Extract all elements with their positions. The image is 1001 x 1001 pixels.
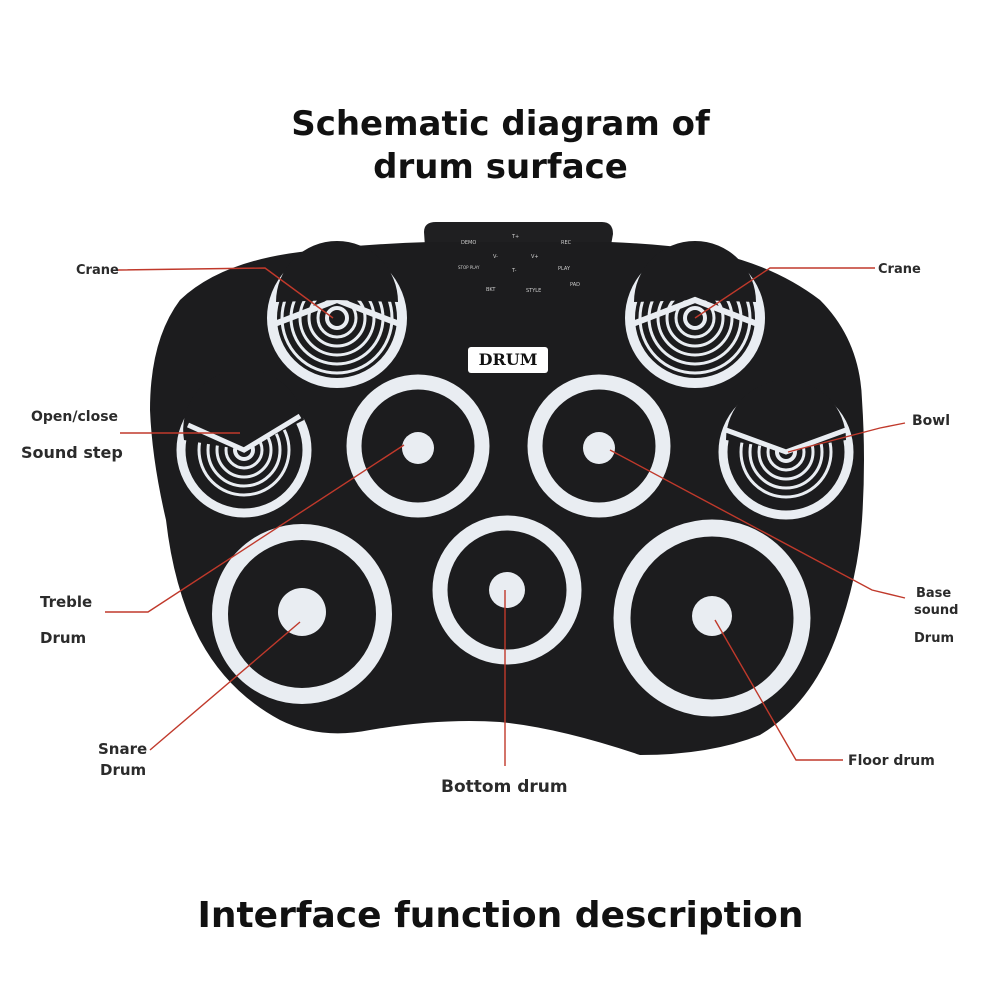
- panel-button-pad[interactable]: PAD: [570, 282, 580, 288]
- leader-base: [609, 449, 906, 599]
- panel-button-demo[interactable]: DEMO: [461, 240, 477, 246]
- label-bottom-drum: Bottom drum: [441, 777, 568, 797]
- label-snare-drum: Drum: [100, 761, 147, 779]
- panel-button-rec[interactable]: REC: [561, 240, 572, 246]
- cymbal-group: [176, 241, 854, 520]
- footer-heading: Interface function description: [197, 895, 804, 936]
- panel-button-t-minus[interactable]: T-: [512, 268, 517, 274]
- diagram-title-line-2: drum surface: [373, 147, 628, 187]
- label-snare: Snare: [98, 740, 148, 758]
- brand-badge: [468, 347, 548, 373]
- drum-pads: [212, 374, 811, 717]
- leader-crane-left: [117, 267, 334, 319]
- panel-button-stop-play[interactable]: STOP PLAY: [458, 265, 480, 270]
- control-panel-buttons: DEMO T+ REC V- V+ STOP PLAY T- PLAY BKT …: [440, 232, 600, 298]
- label-treble: Treble: [40, 593, 93, 611]
- label-base: Base: [916, 586, 952, 601]
- panel-button-bkt[interactable]: BKT: [486, 287, 496, 293]
- floor-drum-pad: [613, 519, 811, 717]
- label-bowl: Bowl: [912, 413, 951, 429]
- label-crane-left: Crane: [76, 263, 119, 278]
- base-sound-drum-pad: [527, 374, 671, 518]
- label-sound-step: Sound step: [21, 443, 123, 462]
- label-open-close: Open/close: [31, 409, 119, 425]
- leader-treble: [105, 444, 405, 613]
- label-base-sound: sound: [914, 603, 959, 618]
- panel-button-style[interactable]: STYLE: [526, 288, 542, 294]
- panel-button-play[interactable]: PLAY: [558, 266, 571, 272]
- leader-floor: [714, 619, 843, 761]
- label-crane-right: Crane: [878, 262, 921, 277]
- snare-drum-pad: [212, 524, 392, 704]
- bottom-drum-pad: [432, 515, 582, 665]
- brand-text: DRUM: [478, 350, 538, 369]
- treble-drum-pad: [346, 374, 490, 518]
- panel-button-t-plus[interactable]: T+: [512, 234, 520, 240]
- leader-snare: [149, 621, 301, 751]
- label-floor-drum: Floor drum: [848, 753, 935, 769]
- leader-bowl: [787, 422, 906, 453]
- panel-button-v-minus[interactable]: V-: [493, 254, 498, 260]
- panel-button-v-plus[interactable]: V+: [531, 254, 539, 260]
- leader-lines: [105, 267, 906, 766]
- diagram-title-line-1: Schematic diagram of: [291, 104, 710, 144]
- label-treble-drum: Drum: [40, 629, 87, 647]
- label-base-drum: Drum: [914, 631, 955, 646]
- leader-crane-right: [694, 267, 875, 319]
